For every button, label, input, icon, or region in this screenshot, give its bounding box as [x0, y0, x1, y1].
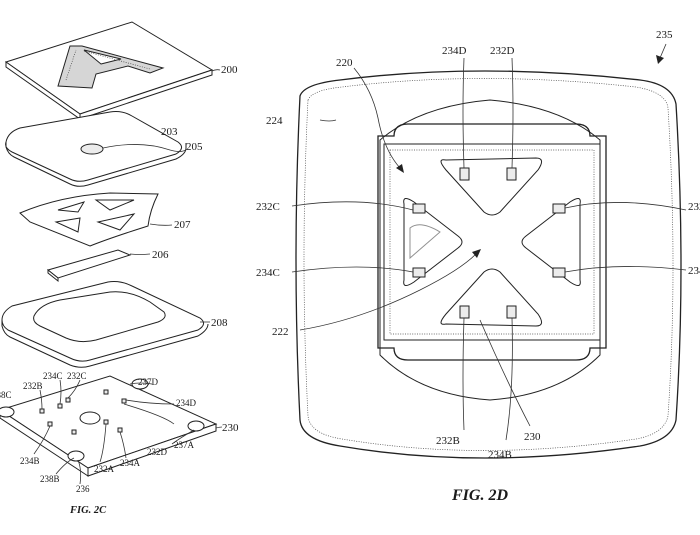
label-237A: 237A [174, 440, 195, 450]
label-232C-2d: 232C [256, 201, 280, 213]
figure-2c: 200 203 205 207 206 [0, 21, 239, 516]
dome-205 [80, 143, 104, 155]
label-207: 207 [174, 219, 191, 231]
label-234B-2d: 234B [488, 449, 512, 461]
membrane-layer [5, 111, 187, 187]
circular-plate [379, 99, 601, 401]
strip-layer [46, 249, 132, 283]
caption-fig-2d: FIG. 2D [451, 487, 508, 504]
label-222: 222 [272, 326, 289, 338]
label-232A: 232A [94, 464, 115, 474]
keycap-layer [4, 21, 214, 120]
label-232A-2d: 232A [688, 201, 700, 213]
label-234D: 234D [176, 398, 197, 408]
label-238C: 238C [0, 390, 12, 400]
label-234C-2d: 234C [256, 267, 280, 279]
label-232B-2d: 232B [436, 435, 460, 447]
label-234A: 234A [120, 458, 141, 468]
label-232D: 232D [147, 447, 168, 457]
label-208: 208 [211, 317, 228, 329]
label-230-2d: 230 [524, 431, 541, 443]
label-200: 200 [221, 64, 238, 76]
label-224: 224 [266, 115, 283, 127]
label-235: 235 [656, 29, 673, 41]
inner-square-frame [377, 123, 607, 361]
label-205: 205 [186, 141, 203, 153]
keycap-letter-glyph [57, 45, 165, 89]
label-238B: 238B [40, 474, 60, 484]
label-230-2c: 230 [222, 422, 239, 434]
label-234D-2d: 234D [442, 45, 467, 57]
label-236: 236 [76, 484, 90, 494]
figure-2d: 235 234D 232D 220 224 232C 234C 222 232A… [256, 29, 700, 504]
outer-housing-224 [295, 70, 682, 459]
label-220: 220 [336, 57, 353, 69]
frame-layer [1, 281, 209, 368]
spring-pads [403, 157, 581, 327]
label-232B: 232B [23, 381, 43, 391]
label-234C: 234C [43, 371, 63, 381]
label-206: 206 [152, 249, 169, 261]
label-234A-2d: 234A [688, 265, 700, 277]
label-237D: 237D [138, 377, 159, 387]
label-203: 203 [161, 126, 178, 138]
contact-pads [412, 167, 566, 319]
spring-layer [19, 192, 159, 247]
label-232C: 232C [67, 371, 87, 381]
label-234B-2c: 234B [20, 456, 40, 466]
base-plate-layer [0, 375, 218, 477]
label-232D-2d: 232D [490, 45, 515, 57]
caption-fig-2c: FIG. 2C [69, 505, 107, 516]
